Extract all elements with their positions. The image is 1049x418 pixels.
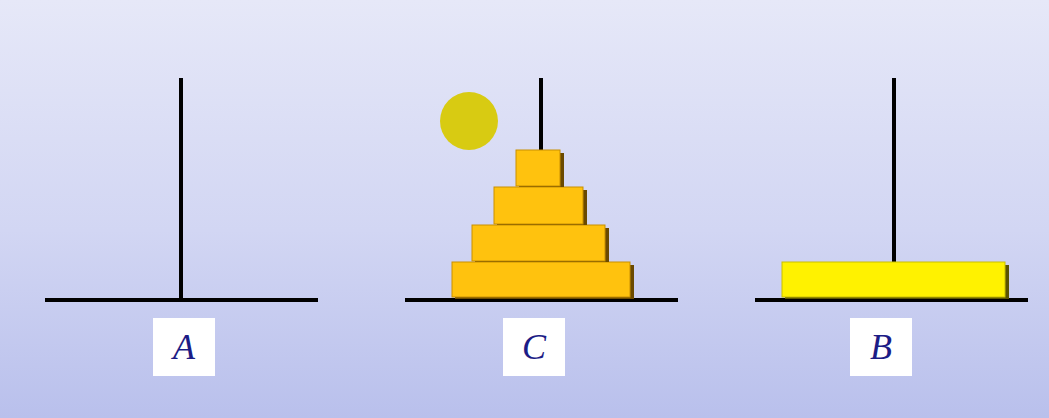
disk-b — [782, 262, 1009, 299]
disk — [472, 225, 605, 261]
peg-label: C — [522, 329, 546, 365]
disk — [782, 262, 1005, 297]
peg-label-box: B — [850, 318, 912, 376]
moving-ball — [440, 92, 498, 150]
peg-label-box: A — [153, 318, 215, 376]
peg-b — [755, 78, 1028, 302]
peg-label: B — [870, 329, 892, 365]
disk — [452, 262, 630, 297]
disk — [494, 187, 583, 224]
peg-label: A — [173, 329, 195, 365]
peg-pole — [179, 78, 183, 300]
disk-stack — [452, 150, 634, 299]
peg-a — [45, 78, 318, 302]
disk — [516, 150, 560, 186]
peg-label-box: C — [503, 318, 565, 376]
peg-c — [405, 78, 678, 302]
peg-base — [45, 298, 318, 302]
